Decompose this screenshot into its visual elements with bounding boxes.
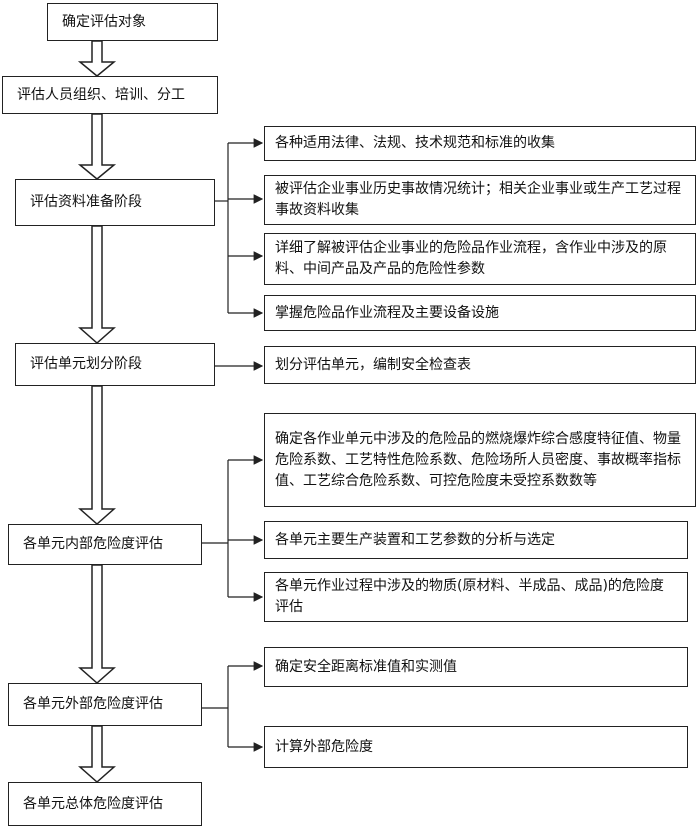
branch-label: 计算外部危险度 — [275, 738, 373, 755]
prep-item-regulations: 各种适用法律、法规、技术规范和标准的收集 — [264, 126, 696, 161]
down-arrow — [78, 225, 116, 345]
down-arrow — [78, 725, 116, 784]
branch-label: 掌握危险品作业流程及主要设备设施 — [275, 304, 499, 321]
internal-item-equipment-analysis: 各单元主要生产装置和工艺参数的分析与选定 — [264, 521, 688, 559]
step-confirm-target: 确定评估对象 — [47, 3, 218, 41]
down-arrow — [78, 385, 116, 526]
step-overall-risk: 各单元总体危险度评估 — [8, 782, 202, 826]
step-label: 评估资料准备阶段 — [30, 194, 142, 210]
internal-item-material-risk: 各单元作业过程中涉及的物质(原材料、半成品、成品)的危险度评估 — [264, 572, 688, 622]
step-label: 评估单元划分阶段 — [30, 356, 142, 372]
branch-label: 被评估企业事业历史事故情况统计；相关企业事业或生产工艺过程事故资料收集 — [275, 181, 681, 218]
step-data-preparation: 评估资料准备阶段 — [15, 179, 215, 226]
down-arrow — [77, 113, 117, 180]
branch-label: 确定安全距离标准值和实测值 — [275, 658, 457, 675]
branch-label: 确定各作业单元中涉及的危险品的燃烧爆炸综合感度特征值、物量危险系数、工艺特性危险… — [275, 430, 681, 489]
down-arrow — [77, 40, 117, 77]
step-unit-division: 评估单元划分阶段 — [15, 343, 215, 386]
external-item-calc-risk: 计算外部危险度 — [264, 726, 688, 768]
branch-label: 详细了解被评估企业事业的危险品作业流程，含作业中涉及的原料、中间产品及产品的危险… — [275, 240, 667, 277]
step-label: 各单元内部危险度评估 — [23, 536, 163, 552]
down-arrow — [78, 564, 116, 685]
branch-label: 各单元主要生产装置和工艺参数的分析与选定 — [275, 531, 555, 548]
step-external-risk: 各单元外部危险度评估 — [8, 683, 202, 726]
branch-label: 划分评估单元，编制安全检查表 — [275, 356, 471, 373]
step-internal-risk: 各单元内部危险度评估 — [8, 524, 202, 565]
prep-item-accident-stats: 被评估企业事业历史事故情况统计；相关企业事业或生产工艺过程事故资料收集 — [264, 175, 696, 225]
step-label: 各单元总体危险度评估 — [23, 795, 163, 812]
step-label: 评估人员组织、培训、分工 — [17, 86, 185, 103]
branch-label: 各单元作业过程中涉及的物质(原材料、半成品、成品)的危险度评估 — [275, 578, 664, 615]
external-item-safety-distance: 确定安全距离标准值和实测值 — [264, 647, 688, 687]
division-item-checklist: 划分评估单元，编制安全检查表 — [264, 346, 696, 384]
prep-item-process-details: 详细了解被评估企业事业的危险品作业流程，含作业中涉及的原料、中间产品及产品的危险… — [264, 233, 696, 285]
step-label: 确定评估对象 — [62, 13, 146, 30]
step-staff-organization: 评估人员组织、培训、分工 — [2, 76, 218, 114]
branch-label: 各种适用法律、法规、技术规范和标准的收集 — [275, 135, 555, 151]
internal-item-parameters: 确定各作业单元中涉及的危险品的燃烧爆炸综合感度特征值、物量危险系数、工艺特性危险… — [264, 413, 696, 507]
step-label: 各单元外部危险度评估 — [23, 696, 163, 712]
prep-item-equipment: 掌握危险品作业流程及主要设备设施 — [264, 295, 696, 331]
